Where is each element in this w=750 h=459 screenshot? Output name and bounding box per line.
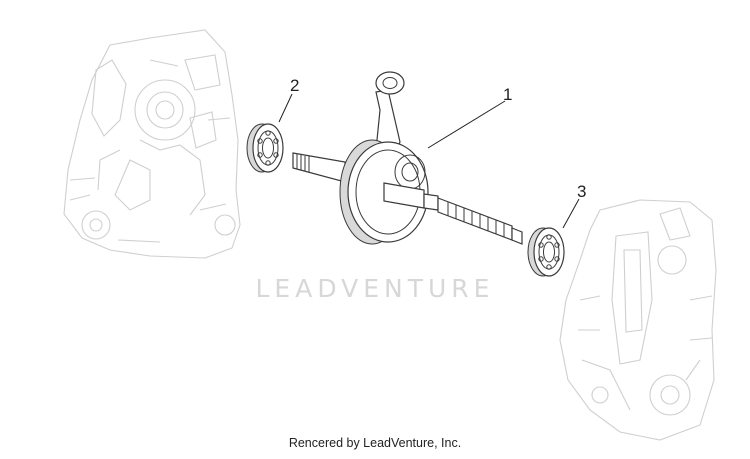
callout-3: 3 (577, 182, 586, 201)
leader-line-2 (278, 93, 293, 123)
right-crankcase-ghost (559, 199, 717, 441)
bearing-right (527, 227, 565, 277)
bearing-left (246, 123, 284, 173)
callout-2: 2 (290, 76, 299, 95)
footer-credit: Rencered by LeadVenture, Inc. (288, 436, 462, 450)
crankshaft (292, 71, 523, 245)
leader-line-1 (427, 100, 506, 149)
watermark-logo: LEADVENTURE (255, 274, 495, 303)
leader-lines (278, 93, 580, 229)
left-crankcase-ghost (63, 29, 241, 259)
leader-line-3 (562, 198, 580, 229)
callout-1: 1 (503, 85, 512, 104)
